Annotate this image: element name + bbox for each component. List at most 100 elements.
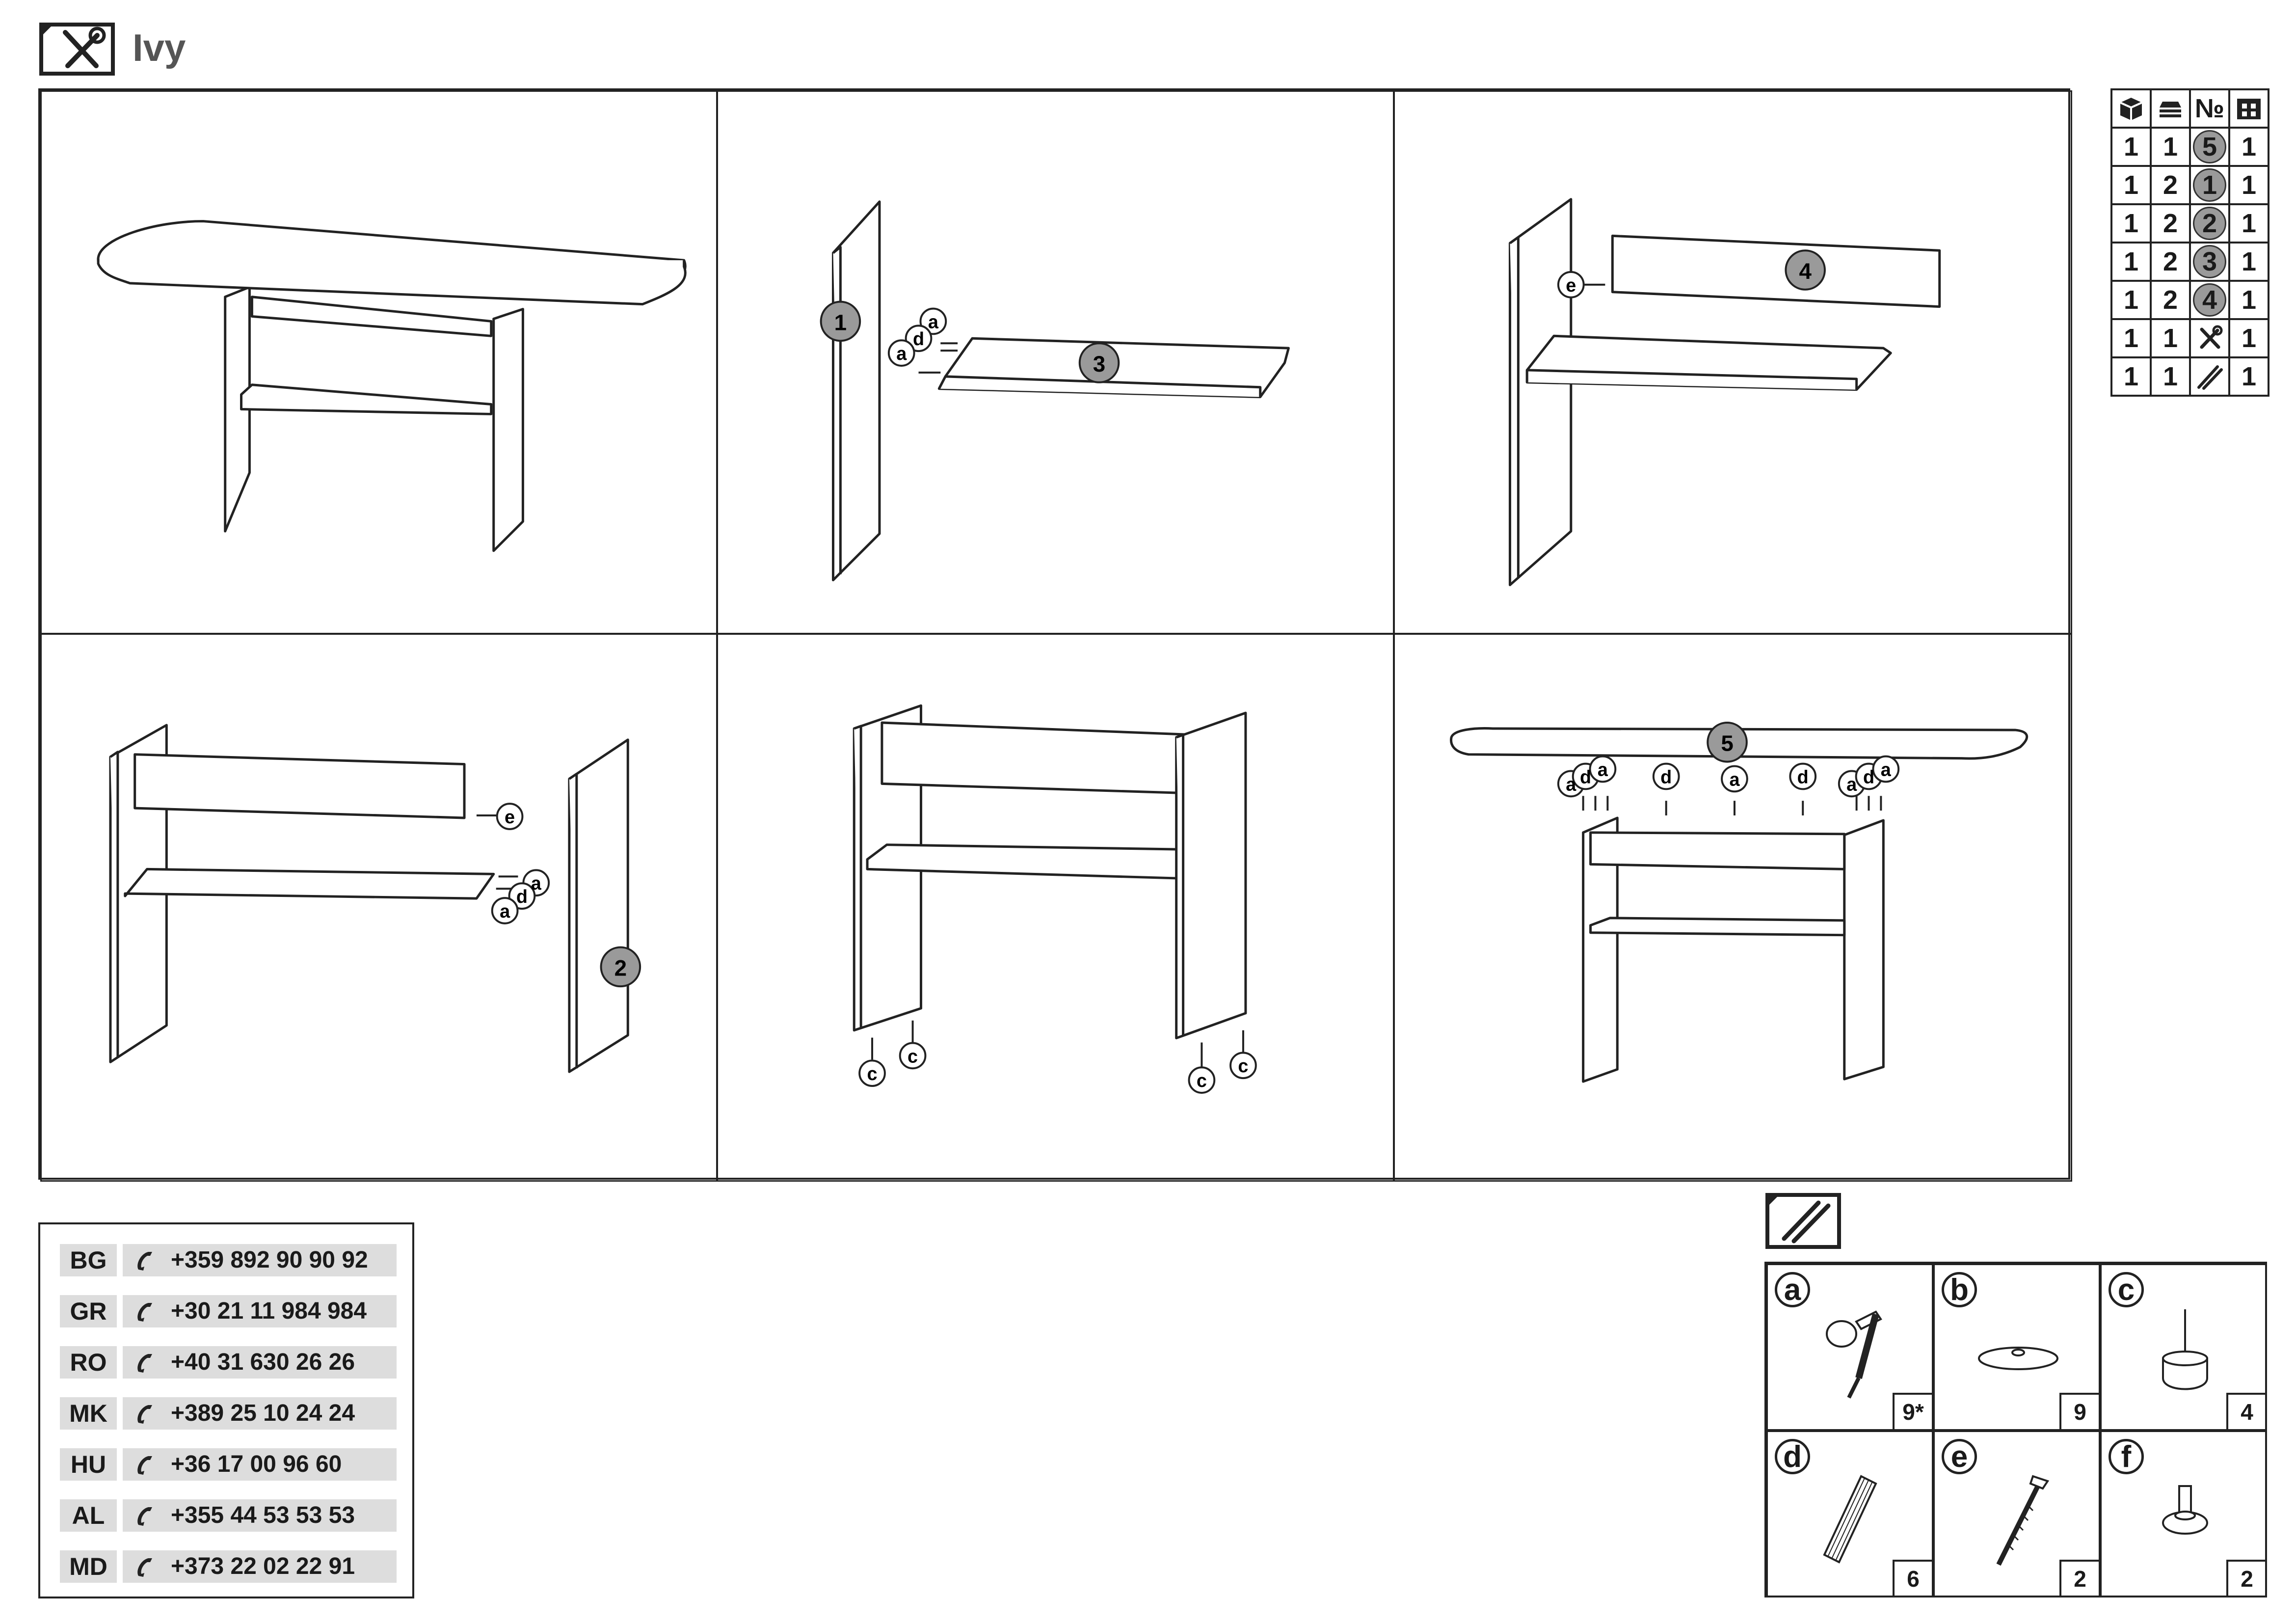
svg-text:5: 5: [1721, 731, 1733, 756]
phone-number: +389 25 10 24 24: [171, 1400, 355, 1426]
phone-icon: [137, 1252, 152, 1271]
hardware-qty: 9: [2059, 1393, 2099, 1429]
phone-number: +359 892 90 90 92: [171, 1247, 368, 1273]
hardware-label: d: [1775, 1439, 1810, 1474]
svg-text:a: a: [1881, 759, 1892, 780]
svg-text:a: a: [531, 873, 542, 894]
part-number: 1: [2193, 168, 2226, 202]
part-number: 5: [2193, 130, 2226, 163]
cap-icon: [1978, 1347, 2058, 1370]
hardware-qty: 4: [2226, 1393, 2266, 1429]
phone-icon: [137, 1507, 152, 1526]
svg-text:c: c: [867, 1064, 878, 1084]
country-code: AL: [60, 1499, 117, 1532]
hardware-item-b: b 9: [1933, 1264, 2100, 1431]
country-code: BG: [60, 1244, 117, 1276]
country-code: HU: [60, 1448, 117, 1481]
svg-text:3: 3: [1093, 352, 1105, 377]
phone-number: +30 21 11 984 984: [171, 1298, 367, 1324]
hardware-item-f: f 2: [2100, 1431, 2267, 1597]
phone-number: +355 44 53 53 53: [171, 1502, 355, 1528]
country-code: MD: [60, 1550, 117, 1583]
country-code: MK: [60, 1397, 117, 1430]
step-6-drawing: 5 a d a d a d a d a: [1450, 722, 2029, 1083]
leveler-icon: [2162, 1485, 2208, 1535]
screws-icon: [2189, 356, 2230, 397]
assembly-steps-grid: 1 3 a d a 4: [38, 88, 2072, 1182]
phone-icon: [137, 1456, 152, 1475]
screws-header-icon: [1764, 1192, 1842, 1250]
phone-number: +373 22 02 22 91: [171, 1553, 355, 1579]
svg-text:a: a: [1566, 774, 1576, 795]
svg-text:2: 2: [614, 955, 627, 980]
svg-text:a: a: [928, 312, 939, 332]
tools-icon: [2189, 318, 2230, 358]
hardware-item-a: a 9*: [1766, 1264, 1933, 1431]
hardware-label: c: [2109, 1272, 2144, 1307]
svg-text:d: d: [1660, 767, 1672, 787]
step-4-drawing: 2 e a d a: [109, 724, 641, 1073]
hardware-label: e: [1942, 1439, 1977, 1474]
phone-icon: [137, 1303, 152, 1322]
svg-text:1: 1: [834, 310, 847, 335]
svg-text:a: a: [500, 901, 510, 922]
screw-icon: [1996, 1475, 2050, 1566]
number-header: №: [2189, 88, 2230, 129]
hardware-qty: 9*: [1893, 1393, 1932, 1429]
phone-number: +36 17 00 96 60: [171, 1451, 342, 1477]
hardware-item-e: e 2: [1933, 1431, 2100, 1597]
svg-text:d: d: [1797, 767, 1809, 787]
hardware-label: a: [1775, 1272, 1810, 1307]
svg-text:c: c: [1238, 1056, 1248, 1077]
step-5-panel: c c c c: [717, 633, 1394, 1182]
hardware-qty: 2: [2059, 1560, 2099, 1596]
cam-lock-icon: [1826, 1310, 1882, 1399]
stack-icon: [2150, 88, 2191, 129]
step-1-panel: [40, 90, 718, 634]
tools-header-icon: [38, 22, 116, 77]
step-3-panel: 4 e: [1393, 90, 2072, 634]
svg-text:c: c: [1197, 1071, 1207, 1091]
glide-nail-icon: [2162, 1309, 2208, 1390]
svg-text:4: 4: [1799, 259, 1812, 284]
hardware-item-d: d 6: [1766, 1431, 1933, 1597]
svg-text:d: d: [1863, 767, 1874, 787]
svg-text:e: e: [505, 807, 515, 828]
phone-icon: [137, 1354, 152, 1373]
table-overview-drawing: [97, 220, 687, 552]
part-number: 4: [2193, 283, 2226, 317]
phone-icon: [137, 1405, 152, 1424]
step-2-drawing: 1 3 a d a: [820, 200, 1290, 582]
step-2-panel: 1 3 a d a: [717, 90, 1394, 634]
svg-text:c: c: [908, 1046, 918, 1067]
svg-text:d: d: [1580, 767, 1591, 787]
support-contacts: BG+359 892 90 90 92 GR+30 21 11 984 984 …: [38, 1222, 414, 1598]
phone-icon: [137, 1558, 152, 1577]
part-number: 2: [2193, 207, 2226, 240]
svg-text:a: a: [896, 344, 907, 364]
country-code: GR: [60, 1295, 117, 1327]
step-3-drawing: 4 e: [1508, 198, 1941, 587]
box-icon: [2110, 88, 2152, 129]
svg-text:a: a: [1729, 769, 1740, 790]
hardware-qty: 2: [2226, 1560, 2266, 1596]
hardware-label: b: [1942, 1272, 1977, 1307]
dowel-icon: [1823, 1475, 1877, 1564]
hardware-grid: a 9* b 9 c 4 d 6 e 2 f 2: [1764, 1262, 2267, 1597]
svg-text:e: e: [1566, 275, 1576, 296]
parts-table-header: №: [2110, 88, 2269, 129]
step-4-panel: 2 e a d a: [40, 633, 718, 1182]
svg-text:d: d: [913, 329, 924, 350]
hardware-label: f: [2109, 1439, 2144, 1474]
svg-text:a: a: [1846, 774, 1857, 795]
hardware-item-c: c 4: [2100, 1264, 2267, 1431]
phone-number: +40 31 630 26 26: [171, 1349, 355, 1375]
